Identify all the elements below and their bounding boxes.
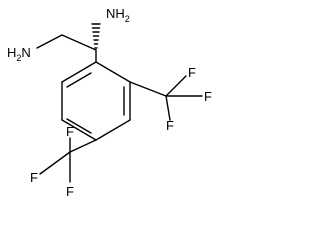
bonds xyxy=(36,23,203,183)
bond-cf3-right-f-top xyxy=(165,75,187,97)
ring-double-bond-3 xyxy=(66,72,92,88)
ring-bond-3 xyxy=(95,119,131,141)
amine-left-label: H2N xyxy=(7,45,31,63)
cf3-left-f-bottom: F xyxy=(66,184,74,199)
cf3-left-f-side: F xyxy=(30,170,38,185)
bond-ring-cf3-left xyxy=(69,139,97,153)
cf3-right-f-side: F xyxy=(204,89,212,104)
cf3-right-f-bottom: F xyxy=(166,118,174,133)
cf3-right-f-top: F xyxy=(188,65,196,80)
amine-top-label: NH2 xyxy=(106,6,130,24)
ring-bond-6 xyxy=(61,61,97,83)
bond-ch2-chiral xyxy=(61,34,97,51)
bond-cf3-left-f-side xyxy=(39,151,71,175)
bond-n-ch2 xyxy=(36,34,63,49)
cf3-left-f-top: F xyxy=(66,124,74,139)
ring-bond-1 xyxy=(95,61,131,83)
bond-ring-cf3-right xyxy=(129,81,167,97)
atom-labels: NH2 H2N F F F F F F xyxy=(7,6,212,199)
molecule-structure-diagram: NH2 H2N F F F F F F xyxy=(7,6,212,199)
ring-double-bond-2 xyxy=(66,118,92,134)
stereo-hash-bond xyxy=(91,23,101,49)
ring-bond-4 xyxy=(61,119,97,141)
bond-cf3-right-f-bottom xyxy=(165,95,171,121)
